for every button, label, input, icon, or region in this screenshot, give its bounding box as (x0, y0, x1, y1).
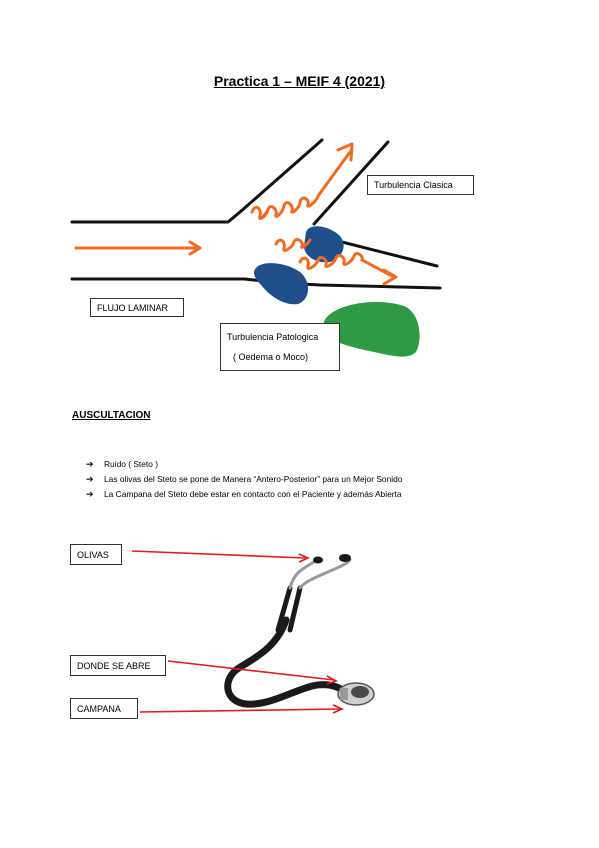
pointer-olivas-head (298, 553, 310, 563)
stethoscope-y-piece (275, 585, 303, 633)
stethoscope-image (224, 554, 375, 708)
turbulent-flow-arrow-middle (274, 238, 312, 252)
arrow-right-icon: ➔ (86, 474, 94, 484)
laminar-flow-arrowhead (188, 240, 202, 256)
label-donde-se-abre: DONDE SE ABRE (70, 655, 166, 676)
arrow-right-icon: ➔ (86, 459, 94, 469)
pointer-donde-se-abre (167, 660, 335, 681)
stethoscope-eartip-right (339, 554, 351, 562)
auscultacion-list: ➔Ruido ( Steto ) ➔Las olivas del Steto s… (86, 457, 402, 502)
turbulencia-patologica-text: Turbulencia Patologica (227, 332, 319, 342)
turbulent-flow-arrowhead-upper (336, 142, 354, 162)
edema-blob (323, 302, 420, 357)
obstruction-blob-lower (254, 263, 309, 305)
label-campana: CAMPANA (70, 698, 138, 719)
stethoscope-ear-tube-right (298, 558, 352, 590)
turbulent-flow-arrowhead-lower (382, 268, 398, 286)
list-item: ➔Ruido ( Steto ) (86, 457, 402, 472)
label-turbulencia-clasica: Turbulencia Clasica (367, 175, 474, 195)
list-item: ➔Las olivas del Steto se pone de Manera … (86, 472, 402, 487)
turbulencia-patologica-subtext: ( Oedema o Moco) (233, 352, 309, 362)
stethoscope-chestpiece-diaphragm (351, 686, 369, 698)
stethoscope-tubing (224, 616, 350, 708)
vessel-branch-wall (312, 140, 390, 226)
vessel-upper-wall (70, 138, 324, 224)
turbulent-flow-arrow-upper (250, 150, 352, 220)
section-heading-auscultacion: AUSCULTACION (72, 410, 151, 421)
list-item: ➔La Campana del Steto debe estar en cont… (86, 487, 402, 502)
pointer-olivas (131, 550, 306, 559)
pointer-campana-head (332, 704, 344, 714)
stethoscope-ear-tube-left (288, 560, 316, 590)
obstruction-blob-upper (304, 226, 344, 263)
label-flujo-laminar: FLUJO LAMINAR (90, 298, 184, 317)
turbulent-flow-arrow-lower (298, 252, 394, 278)
vessel-lower-branch-wall (332, 238, 439, 268)
pointer-campana (139, 708, 341, 713)
stethoscope-chestpiece-stem (340, 688, 348, 700)
pointer-donde-se-abre-head (326, 675, 338, 685)
arrow-right-icon: ➔ (86, 489, 94, 499)
label-olivas: OLIVAS (70, 544, 122, 565)
stethoscope-eartip-left (313, 556, 323, 564)
page-title: Practica 1 – MEIF 4 (2021) (213, 73, 386, 89)
label-turbulencia-patologica: Turbulencia Patologica ( Oedema o Moco) (220, 323, 340, 371)
